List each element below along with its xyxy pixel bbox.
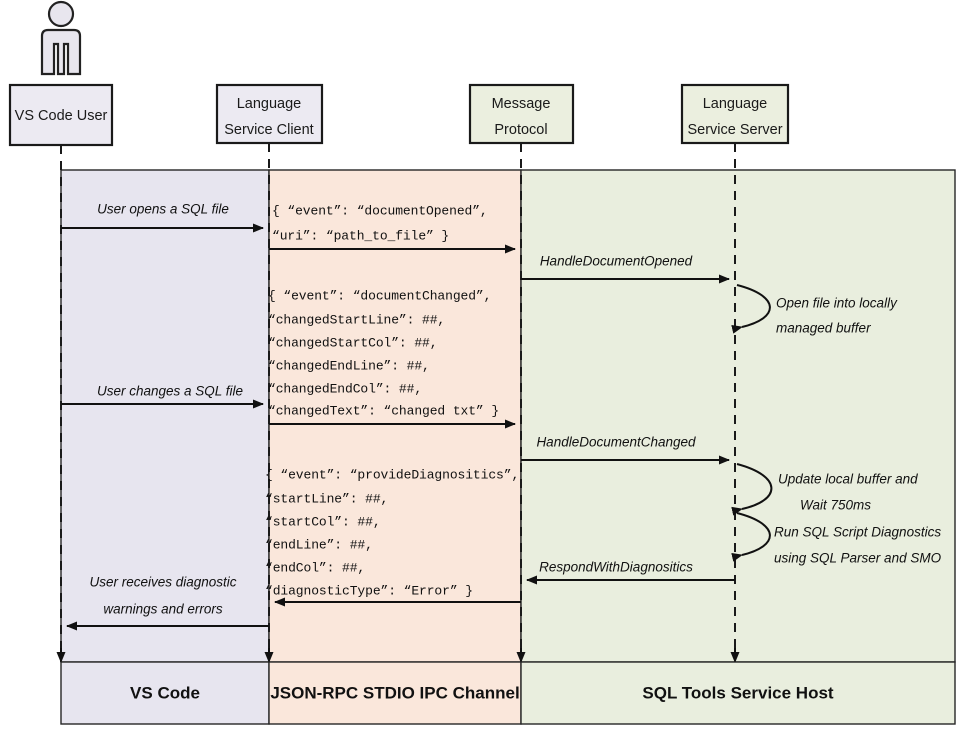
band-ipc-channel [268,169,522,663]
payload-document-changed: { “event”: “documentChanged”, “changedSt… [268,288,499,418]
payload-document-changed-line-4: “changedEndCol”: ##, [268,381,422,396]
participant-header-vs-code-user: VS Code User [8,83,114,147]
participant-header-message-protocol: Message Protocol [468,83,575,145]
footer-band-vs-code: VS Code [60,661,270,725]
participant-label-message-protocol-line1: Message [492,96,551,112]
payload-document-changed-line-3: “changedEndLine”: ##, [268,358,430,373]
message-label-handle-document-opened: HandleDocumentOpened [540,254,693,269]
self-message-update-buffer-and-wait: Update local buffer and Wait 750ms [731,463,918,516]
payload-provide-diagnositics-line-3: “endLine”: ##, [265,537,373,552]
self-message-label-open-file-line1: Open file into locally [776,296,898,311]
message-label-respond-with-diagnositics: RespondWithDiagnositics [539,560,693,575]
band-service-host [520,169,956,663]
message-label-user-receives-diagnostics-line2: warnings and errors [103,602,223,617]
payload-provide-diagnositics-line-4: “endCol”: ##, [265,560,365,575]
message-label-user-opens-sql-file: User opens a SQL file [97,202,229,217]
participant-label-language-service-server-line2: Service Server [687,122,782,138]
footer-label-vs-code: VS Code [130,683,200,702]
payload-document-changed-line-0: { “event”: “documentChanged”, [268,288,491,303]
payload-document-opened: { “event”: “documentOpened”, “uri”: “pat… [272,203,488,243]
payload-provide-diagnositics-line-5: “diagnosticType”: “Error” } [265,583,473,598]
self-message-label-open-file-line2: managed buffer [776,321,871,336]
person-icon-body [40,28,82,76]
band-vs-code [60,169,270,663]
self-message-label-run-diagnostics-line2: using SQL Parser and SMO [774,551,942,566]
self-message-loop-update-buffer [731,463,773,516]
participant-header-language-service-server: Language Service Server [680,83,790,145]
self-message-label-update-buffer-line1: Update local buffer and [778,472,918,487]
payload-document-changed-line-2: “changedStartCol”: ##, [268,335,437,350]
payload-provide-diagnositics-line-2: “startCol”: ##, [265,514,381,529]
payload-provide-diagnositics-line-0: { “event”: “provideDiagnositics”, [265,467,519,482]
payload-document-opened-line-1: “uri”: “path_to_file” } [272,228,449,243]
self-message-loop-run-diagnostics [731,512,771,562]
payload-document-opened-line-0: { “event”: “documentOpened”, [272,203,488,218]
payload-provide-diagnositics-line-1: “startLine”: ##, [265,491,388,506]
message-label-user-receives-diagnostics-line1: User receives diagnostic [89,575,236,590]
self-message-label-update-buffer-line2: Wait 750ms [800,498,871,513]
self-message-run-sql-script-diagnostics: Run SQL Script Diagnostics using SQL Par… [731,512,942,566]
footer-label-ipc-channel: JSON-RPC STDIO IPC Channel [270,683,519,702]
payload-document-changed-line-5: “changedText”: “changed txt” } [268,403,499,418]
participant-header-language-service-client: Language Service Client [215,83,324,145]
message-label-handle-document-changed: HandleDocumentChanged [536,435,696,450]
message-label-user-changes-sql-file: User changes a SQL file [97,384,243,399]
self-message-loop-open-file [731,284,771,334]
footer-label-service-host: SQL Tools Service Host [642,683,833,702]
participant-label-language-service-client-line2: Service Client [224,122,313,138]
footer-band-ipc-channel: JSON-RPC STDIO IPC Channel [268,661,522,725]
participant-label-message-protocol-line2: Protocol [494,122,547,138]
vs-code-user-actor [40,0,82,76]
participant-label-language-service-server-line1: Language [703,96,768,112]
footer-band-service-host: SQL Tools Service Host [520,661,956,725]
payload-provide-diagnositics: { “event”: “provideDiagnositics”, “start… [265,467,519,598]
participant-label-vs-code-user: VS Code User [15,108,108,124]
participant-label-language-service-client-line1: Language [237,96,302,112]
self-message-label-run-diagnostics-line1: Run SQL Script Diagnostics [774,525,941,540]
self-message-open-file-into-buffer: Open file into locally managed buffer [731,284,898,336]
person-icon-head [47,0,75,28]
payload-document-changed-line-1: “changedStartLine”: ##, [268,312,445,327]
